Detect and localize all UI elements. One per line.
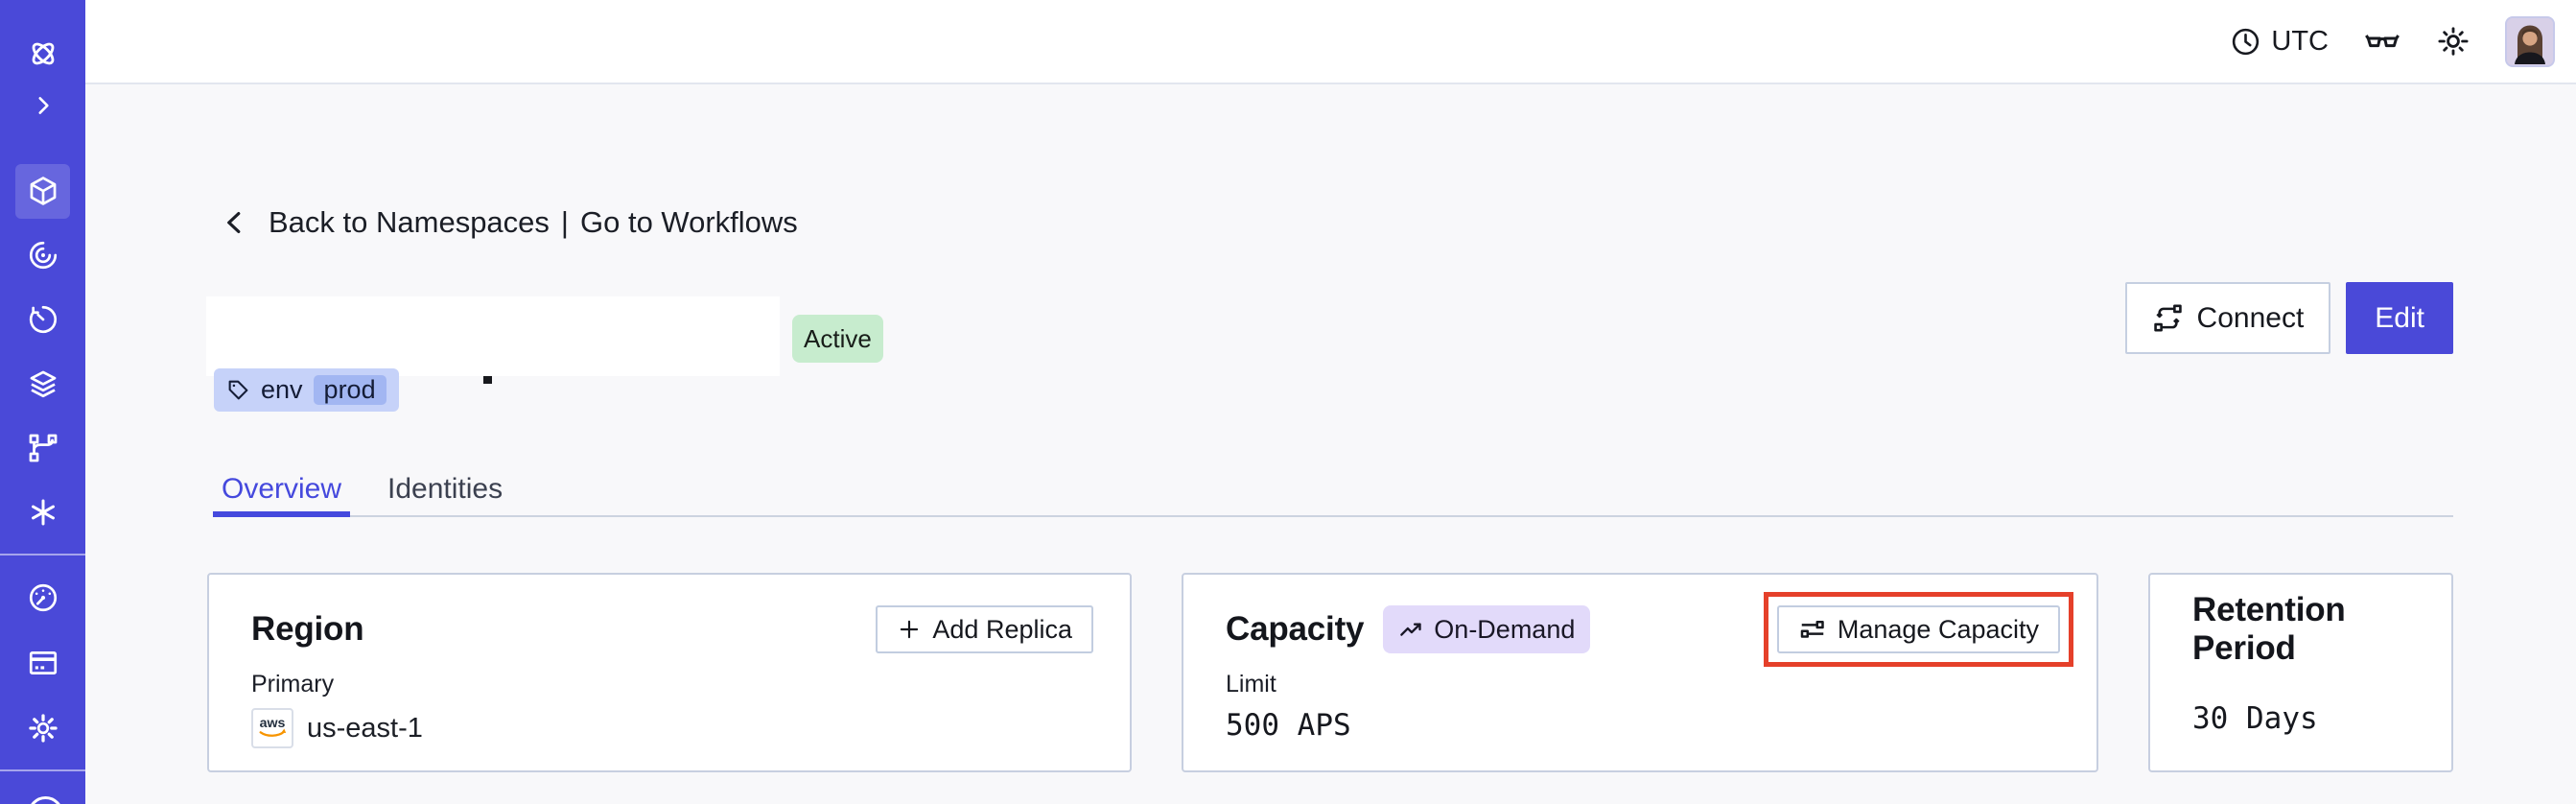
breadcrumb-separator: |: [560, 205, 569, 239]
gauge-icon: [27, 581, 59, 614]
capacity-limit-label: Limit: [1226, 671, 1276, 698]
theme-toggle[interactable]: [2436, 24, 2471, 59]
chevron-right-icon: [31, 93, 56, 118]
go-to-workflows-link[interactable]: Go to Workflows: [579, 205, 798, 239]
capacity-card: Capacity On-Demand: [1182, 573, 2098, 772]
sidebar-divider: [0, 554, 85, 556]
aws-logo: aws: [251, 708, 293, 748]
timezone-label: UTC: [2271, 25, 2329, 57]
active-tab-underline: [213, 511, 351, 517]
clock-icon: [2230, 26, 2261, 58]
edit-button-label: Edit: [2375, 301, 2424, 334]
timer-icon: [27, 303, 59, 336]
retention-card: Retention Period 30 Days: [2148, 573, 2453, 772]
connect-button-label: Connect: [2196, 301, 2305, 334]
back-to-namespaces-link[interactable]: Back to Namespaces: [269, 205, 550, 239]
sidebar-item-deployments[interactable]: [0, 357, 85, 411]
tab-overview[interactable]: Overview: [213, 462, 351, 517]
sidebar-item-settings[interactable]: [0, 701, 85, 755]
sidebar-item-nexus[interactable]: [0, 421, 85, 475]
sidebar-item-workflows[interactable]: [0, 228, 85, 282]
avatar[interactable]: [2505, 15, 2555, 67]
connect-flow-icon: [2152, 302, 2184, 334]
sidebar-item-batch-operations[interactable]: [0, 485, 85, 539]
tag-value-chip: prod: [313, 375, 386, 405]
temporal-logo-icon: [27, 37, 59, 70]
asterisk-icon: [27, 496, 59, 529]
sidebar-item-usage[interactable]: [0, 571, 85, 625]
manage-capacity-button[interactable]: Manage Capacity: [1776, 605, 2060, 653]
credit-card-icon: [27, 647, 59, 679]
labs-toggle[interactable]: [2363, 22, 2401, 60]
header-actions: Connect Edit: [2124, 282, 2453, 354]
edit-button[interactable]: Edit: [2346, 282, 2453, 354]
connect-button[interactable]: Connect: [2124, 282, 2331, 354]
sidebar-item-billing[interactable]: [0, 636, 85, 690]
sidebar-expand-button[interactable]: [0, 79, 85, 132]
topbar: UTC: [85, 0, 2576, 84]
retention-card-title: Retention Period: [2192, 591, 2346, 667]
glasses-icon: [2363, 22, 2401, 60]
capacity-card-title: Capacity: [1226, 610, 1365, 648]
breadcrumb: Back to Namespaces | Go to Workflows: [221, 201, 798, 244]
sidebar-divider-bottom: [0, 769, 85, 771]
tab-identities[interactable]: Identities: [379, 462, 511, 515]
fork-icon: [27, 432, 59, 464]
namespace-name-redacted: [206, 296, 780, 376]
region-value: us-east-1: [307, 712, 423, 744]
sliders-icon: [1798, 615, 1827, 644]
spiral-icon: [27, 239, 59, 272]
sun-icon: [2436, 24, 2471, 59]
add-replica-button[interactable]: Add Replica: [876, 605, 1093, 653]
svg-text:aws: aws: [260, 716, 286, 731]
manage-capacity-label: Manage Capacity: [1837, 614, 2039, 644]
sidebar-item-schedules[interactable]: [0, 293, 85, 346]
status-badge: Active: [792, 315, 883, 363]
partial-circle-icon[interactable]: [28, 796, 63, 804]
add-replica-label: Add Replica: [932, 614, 1072, 644]
sidebar: [0, 0, 85, 804]
on-demand-badge: On-Demand: [1383, 605, 1591, 653]
trending-up-icon: [1398, 617, 1424, 643]
region-card-title: Region: [251, 610, 364, 648]
plus-icon: [897, 617, 922, 642]
tab-bar: Overview Identities: [213, 462, 2453, 517]
capacity-value: 500 APS: [1226, 708, 1351, 743]
retention-value: 30 Days: [2192, 701, 2318, 736]
sidebar-logo[interactable]: [0, 27, 85, 81]
tab-overview-label: Overview: [222, 472, 342, 505]
layers-icon: [27, 367, 59, 400]
tab-identities-label: Identities: [387, 472, 503, 505]
region-primary-label: Primary: [251, 671, 335, 698]
redaction-artifact-dot: [483, 376, 492, 384]
overview-cards: Region Add Replica Primary aws: [207, 573, 2453, 772]
on-demand-label: On-Demand: [1434, 614, 1576, 644]
namespace-tag[interactable]: env prod: [214, 368, 399, 412]
gear-icon: [27, 712, 59, 745]
tag-icon: [226, 378, 250, 402]
cube-icon: [27, 175, 59, 207]
region-card: Region Add Replica Primary aws: [207, 573, 1132, 772]
tag-key: env: [261, 375, 303, 404]
sidebar-item-namespaces[interactable]: [0, 164, 85, 218]
back-chevron-icon[interactable]: [221, 208, 249, 237]
timezone-selector[interactable]: UTC: [2230, 26, 2329, 58]
